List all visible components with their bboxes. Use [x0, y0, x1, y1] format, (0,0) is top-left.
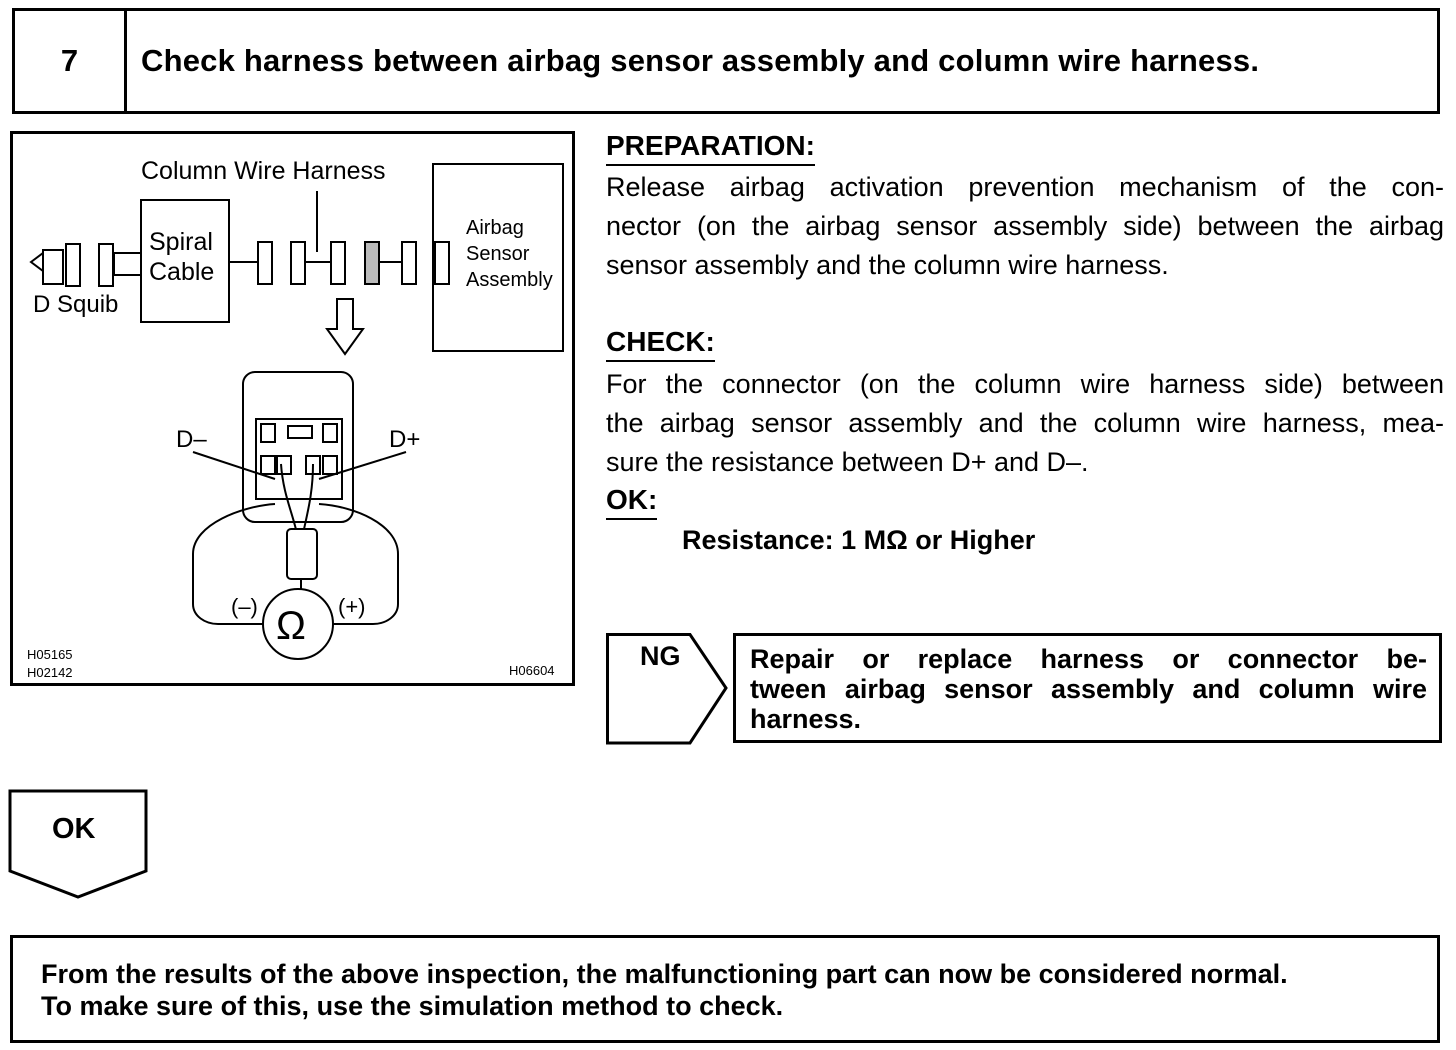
figure-code: H05165: [27, 647, 73, 662]
preparation-text: Release airbag activation prevention mec…: [606, 168, 1444, 285]
label-meter-plus: (+): [338, 594, 366, 619]
preparation-line: sensor assembly and the column wire harn…: [606, 250, 1169, 280]
label-airbag: Airbag: [466, 217, 524, 239]
label-assembly: Assembly: [466, 269, 553, 291]
ok-spec-value: Resistance: 1 MΩ or Higher: [682, 525, 1036, 555]
preparation-heading: PREPARATION:: [606, 130, 815, 166]
step-title: Check harness between airbag sensor asse…: [141, 43, 1260, 78]
conclusion-line: To make sure of this, use the simulation…: [41, 991, 784, 1021]
check-line: For the connector (on the column wire ha…: [606, 369, 1444, 399]
step-number: 7: [15, 11, 127, 111]
label-d-squib: D Squib: [33, 291, 118, 318]
figure-code: H02142: [27, 665, 73, 680]
label-spiral: Spiral: [149, 228, 213, 256]
check-line: the airbag sensor assembly and the colum…: [606, 408, 1444, 438]
label-meter-minus: (–): [231, 594, 258, 619]
ng-arrow-icon: [606, 633, 728, 745]
ohm-symbol: Ω: [276, 604, 306, 648]
ng-action-line: tween airbag sensor assembly and column …: [750, 674, 1427, 704]
label-d-plus: D+: [389, 426, 420, 453]
label-cable: Cable: [149, 258, 214, 286]
ng-action-line: harness.: [750, 704, 862, 734]
label-d-minus: D–: [176, 426, 207, 453]
check-heading: CHECK:: [606, 326, 715, 362]
ok-label: OK: [52, 813, 96, 845]
preparation-line: Release airbag activation prevention mec…: [606, 172, 1444, 202]
conclusion-box: From the results of the above inspection…: [10, 935, 1440, 1043]
ok-arrow-icon: [8, 789, 148, 899]
conclusion-line: From the results of the above inspection…: [41, 959, 1288, 989]
wiring-diagram: Column Wire Harness D Squib Spiral Cable…: [10, 131, 575, 686]
ng-action-box: Repair or replace harness or connector b…: [733, 633, 1442, 743]
diagram-drawing: Column Wire Harness D Squib Spiral Cable…: [27, 157, 564, 680]
ng-label: NG: [640, 641, 681, 671]
step-header: 7 Check harness between airbag sensor as…: [12, 8, 1440, 114]
check-line: sure the resistance between D+ and D–.: [606, 447, 1089, 477]
figure-code: H06604: [509, 663, 555, 678]
ok-heading: OK:: [606, 484, 658, 520]
ng-action-line: Repair or replace harness or connector b…: [750, 644, 1427, 674]
preparation-line: nector (on the airbag sensor assembly si…: [606, 211, 1444, 241]
check-text: For the connector (on the column wire ha…: [606, 365, 1444, 482]
label-column-wire-harness: Column Wire Harness: [141, 157, 386, 185]
label-sensor: Sensor: [466, 243, 530, 265]
